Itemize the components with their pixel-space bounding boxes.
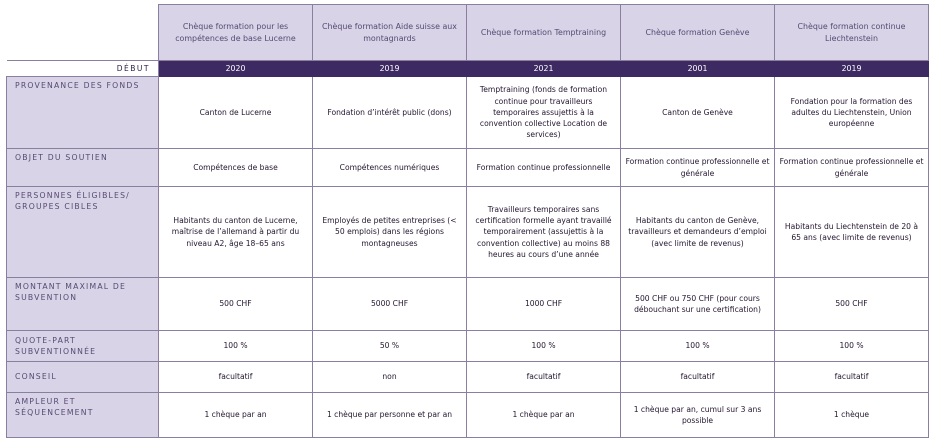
table-cell: Canton de Genève <box>620 76 775 149</box>
table-cell: 1 chèque par an <box>158 392 313 438</box>
program-header: Chèque formation pour les compétences de… <box>158 4 313 61</box>
table-cell: Habitants du Liechtenstein de 20 à 65 an… <box>774 186 929 278</box>
year-cell: 2020 <box>158 60 313 77</box>
table-cell: facultatif <box>774 361 929 393</box>
program-header: Chèque formation continue Liechtenstein <box>774 4 929 61</box>
table-cell: Fondation pour la formation des adultes … <box>774 76 929 149</box>
program-header: Chèque formation Aide suisse aux montagn… <box>312 4 467 61</box>
personnes-row: PERSONNES ÉLIGIBLES/ GROUPES CIBLES Habi… <box>6 186 929 278</box>
table-cell: Travailleurs temporaires sans certificat… <box>466 186 621 278</box>
table-cell: Formation continue professionnelle et gé… <box>774 148 929 187</box>
table-cell: facultatif <box>158 361 313 393</box>
montant-row: MONTANT MAXIMAL DE SUBVENTION 500 CHF 50… <box>6 277 929 331</box>
row-label-conseil: CONSEIL <box>6 361 159 393</box>
table-cell: 1 chèque par an <box>466 392 621 438</box>
table-cell: Canton de Lucerne <box>158 76 313 149</box>
objet-row: OBJET DU SOUTIEN Compétences de base Com… <box>6 148 929 187</box>
row-label-debut: DÉBUT <box>6 60 159 77</box>
row-label-montant: MONTANT MAXIMAL DE SUBVENTION <box>6 277 159 331</box>
table-cell: Formation continue professionnelle <box>466 148 621 187</box>
corner-cell <box>6 4 159 61</box>
table-cell: non <box>312 361 467 393</box>
table-cell: 100 % <box>158 330 313 362</box>
table-cell: Formation continue professionnelle et gé… <box>620 148 775 187</box>
row-label-objet: OBJET DU SOUTIEN <box>6 148 159 187</box>
table-cell: 1000 CHF <box>466 277 621 331</box>
row-label-ampleur: AMPLEUR ET SÉQUENCEMENT <box>6 392 159 438</box>
year-cell: 2019 <box>312 60 467 77</box>
quote-row: QUOTE-PART SUBVENTIONNÉE 100 % 50 % 100 … <box>6 330 929 362</box>
table-cell: facultatif <box>466 361 621 393</box>
provenance-row: PROVENANCE DES FONDS Canton de Lucerne F… <box>6 76 929 149</box>
table-cell: 500 CHF <box>158 277 313 331</box>
row-label-provenance: PROVENANCE DES FONDS <box>6 76 159 149</box>
table-cell: 1 chèque <box>774 392 929 438</box>
year-cell: 2001 <box>620 60 775 77</box>
table-cell: 5000 CHF <box>312 277 467 331</box>
ampleur-row: AMPLEUR ET SÉQUENCEMENT 1 chèque par an … <box>6 392 929 438</box>
table-cell: 1 chèque par an, cumul sur 3 ans possibl… <box>620 392 775 438</box>
conseil-row: CONSEIL facultatif non facultatif facult… <box>6 361 929 393</box>
table-cell: Habitants du canton de Genève, travaille… <box>620 186 775 278</box>
table-cell: Habitants du canton de Lucerne, maîtrise… <box>158 186 313 278</box>
debut-row: DÉBUT 2020 2019 2021 2001 2019 <box>6 60 929 77</box>
table-cell: 100 % <box>466 330 621 362</box>
year-cell: 2021 <box>466 60 621 77</box>
table-cell: 500 CHF ou 750 CHF (pour cours débouchan… <box>620 277 775 331</box>
program-header: Chèque formation Temptraining <box>466 4 621 61</box>
table-cell: 100 % <box>620 330 775 362</box>
table-cell: Employés de petites entreprises (< 50 em… <box>312 186 467 278</box>
row-label-quote: QUOTE-PART SUBVENTIONNÉE <box>6 330 159 362</box>
table-cell: 500 CHF <box>774 277 929 331</box>
table-cell: Compétences numériques <box>312 148 467 187</box>
table-cell: Compétences de base <box>158 148 313 187</box>
table-cell: 1 chèque par personne et par an <box>312 392 467 438</box>
table-cell: facultatif <box>620 361 775 393</box>
program-header: Chèque formation Genève <box>620 4 775 61</box>
table-cell: Temptraining (fonds de formation continu… <box>466 76 621 149</box>
table-cell: 50 % <box>312 330 467 362</box>
year-cell: 2019 <box>774 60 929 77</box>
table-cell: Fondation d’intérêt public (dons) <box>312 76 467 149</box>
table-cell: 100 % <box>774 330 929 362</box>
program-header-row: Chèque formation pour les compétences de… <box>6 4 929 61</box>
row-label-personnes: PERSONNES ÉLIGIBLES/ GROUPES CIBLES <box>6 186 159 278</box>
comparison-table: Chèque formation pour les compétences de… <box>6 4 929 438</box>
